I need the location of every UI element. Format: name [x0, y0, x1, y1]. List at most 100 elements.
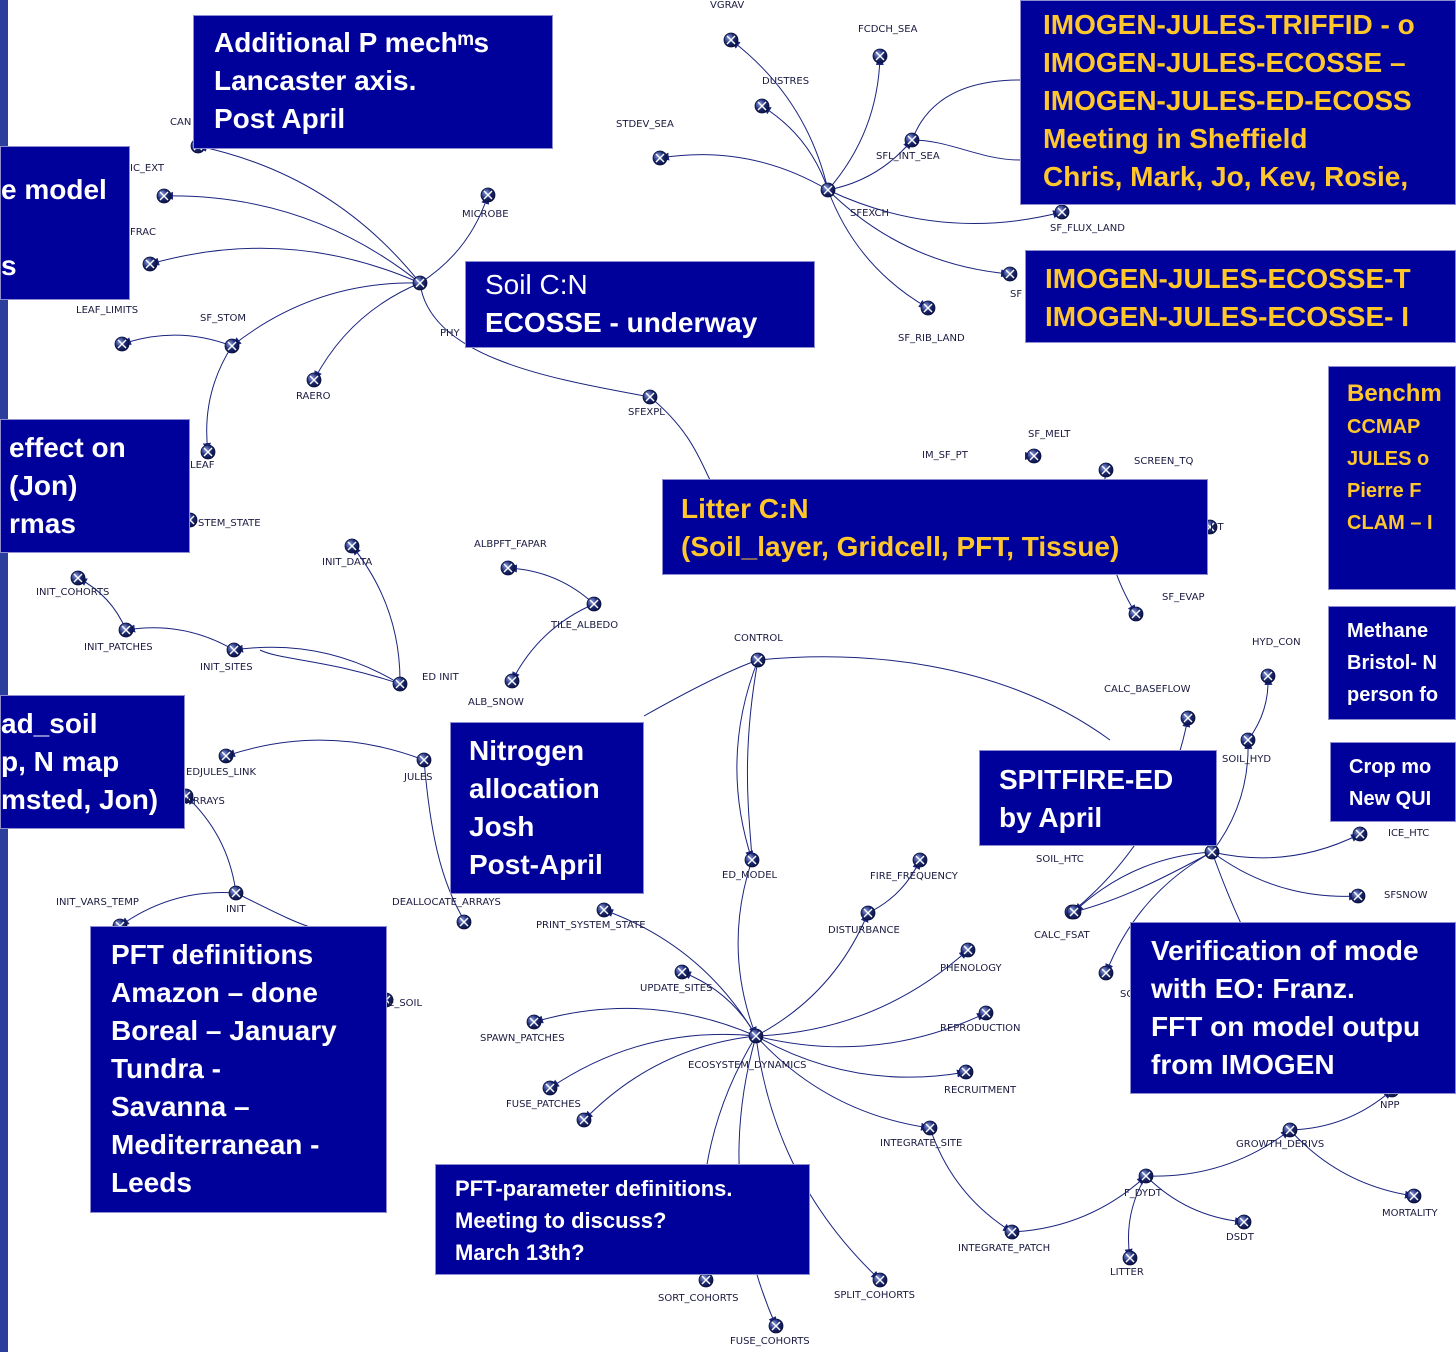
node-label: SO — [1120, 989, 1134, 1000]
node-frac: FRAC — [130, 227, 158, 272]
node-label: INIT_SITES — [200, 662, 253, 673]
node-label: FUSE_COHORTS — [730, 1336, 810, 1347]
node-label: STDEV_SEA — [616, 119, 674, 130]
edge-hydrol-ice_htc — [1211, 833, 1361, 859]
node-label: ICE_HTC — [1388, 828, 1429, 839]
box-effect-on: effect on (Jon) rmas — [0, 419, 190, 553]
edge-jules-edjules_link — [225, 739, 425, 761]
box-imogen-ecosse: IMOGEN-JULES-ECOSSE-T IMOGEN-JULES-ECOSS… — [1025, 250, 1456, 343]
edge-f_dydt-dsdt — [1145, 1175, 1245, 1226]
node-label: SF_RIB_LAND — [898, 333, 965, 344]
box-pft-definitions: PFT definitions Amazon – done Boreal – J… — [90, 926, 387, 1213]
node-stom: SF_STOM — [200, 313, 246, 354]
edge-eco_dyn-eco_child1 — [583, 1035, 757, 1121]
edge-extra-1 — [911, 139, 1021, 161]
edge-eco_dyn-integrate_site — [755, 1035, 931, 1131]
node-init_patches: INIT_PATCHES — [84, 622, 153, 653]
node-label: DEALLOCATE_ARRAYS — [392, 897, 501, 908]
node-ic_ext: IC_EXT — [130, 163, 172, 204]
node-integrate_patch: INTEGRATE_PATCH — [958, 1224, 1050, 1254]
node-arrays: ARRAYS — [178, 788, 225, 807]
node-label: STEM_STATE — [198, 518, 261, 529]
node-albpft_fapar: ALBPFT_FAPAR — [474, 539, 547, 576]
edge-phy-can — [197, 143, 421, 284]
node-label: SFSNOW — [1384, 890, 1428, 901]
edge-sfexch-sf_flux_land — [827, 189, 1063, 224]
node-label: ECOSYSTEM_DYNAMICS — [688, 1060, 807, 1071]
node-sort_cohorts: SORT_COHORTS — [658, 1272, 738, 1304]
edge-extra-3 — [649, 396, 711, 481]
edge-extra-8 — [235, 892, 321, 931]
node-label: DSDT — [1226, 1232, 1255, 1243]
box-e-model: e model s — [0, 146, 130, 300]
edge-sfexch-sf_rib_land — [827, 189, 929, 309]
edge-control-ed_model — [736, 659, 759, 861]
edge-sfexch-sf_imp — [827, 189, 1011, 278]
box-soil-cn: Soil C:N ECOSSE - underway — [465, 261, 815, 348]
edge-eco_dyn-spawn_patches — [533, 1007, 757, 1037]
box-verification-eo: Verification of mode with EO: Franz. FFT… — [1130, 922, 1456, 1094]
edge-sfexch-dustres — [761, 105, 829, 191]
edge-phy-microbe — [419, 194, 490, 284]
node-sfl_int_sea: SFL_INT_SEA — [876, 132, 940, 162]
box-spitfire-ed: SPITFIRE-ED by April — [979, 750, 1217, 846]
node-eco_child1 — [576, 1112, 592, 1128]
box-nitrogen-allocation: Nitrogen allocation Josh Post-April — [450, 722, 644, 894]
node-label: FIRE_FREQUENCY — [870, 871, 959, 882]
node-update_sites: UPDATE_SITES — [640, 964, 712, 994]
node-alb_snow: ALB_SNOW — [468, 673, 524, 708]
node-label: INIT_COHORTS — [36, 587, 109, 598]
node-phy: PHY — [412, 275, 461, 339]
node-label: LITTER — [1110, 1267, 1144, 1278]
edge-integrate_site-integrate_patch — [929, 1127, 1013, 1233]
node-raero: RAERO — [296, 372, 331, 402]
node-phenology: PHENOLOGY — [940, 942, 1003, 974]
edge-hydrol-soil_hyd — [1211, 739, 1253, 853]
node-fcdch_sea: FCDCH_SEA — [858, 24, 918, 64]
node-label: VGRAV — [710, 0, 744, 11]
node-sf_flux_land: SF_FLUX_LAND — [1050, 204, 1125, 234]
edge-eco_dyn-phenology — [755, 949, 969, 1037]
node-sf_imp: SF — [1002, 266, 1022, 300]
node-label: MICROBE — [462, 209, 509, 220]
node-label: INIT_PATCHES — [84, 642, 153, 653]
node-label: FUSE_PATCHES — [506, 1099, 581, 1110]
node-label: SCREEN_TQ — [1134, 456, 1194, 467]
graph-nodes: VGRAV FCDCH_SEA DUSTRES STDEV_SEA SFL_INT_SE… — [36, 0, 1439, 1347]
edge-phy-raero — [313, 282, 421, 381]
node-label: IM_SF_PT — [922, 450, 969, 461]
node-screen_tq: SCREEN_TQ — [1098, 456, 1194, 478]
node-label: CALC_FSAT — [1034, 930, 1091, 941]
edge-extra-0 — [911, 79, 1021, 141]
node-sfexch: SFEXCH — [820, 182, 889, 219]
box-pft-parameter-definitions: PFT-parameter definitions. Meeting to di… — [435, 1164, 810, 1275]
edge-sfexch-sfl_int_sea — [827, 139, 913, 191]
edge-eco_dyn-update_sites — [681, 971, 757, 1037]
node-label: ARRAYS — [186, 796, 225, 807]
edge-stom-leaf_limits — [121, 334, 233, 347]
node-edjules_link: EDJULES_LINK — [186, 748, 257, 778]
node-label: LEAF_LIMITS — [76, 305, 138, 316]
edge-tile_albedo-albpft_fapar — [507, 564, 595, 605]
node-reproduction: REPRODUCTION — [940, 1005, 1021, 1034]
node-label: DUSTRES — [762, 76, 809, 87]
node-label: RECRUITMENT — [944, 1085, 1017, 1096]
node-disturbance: DISTURBANCE — [828, 905, 900, 936]
node-spawn_patches: SPAWN_PATCHES — [480, 1014, 565, 1044]
node-ed_init: ED INIT — [392, 672, 460, 692]
node-label: PHENOLOGY — [940, 963, 1003, 974]
edge-stom-leaf — [202, 345, 233, 453]
node-stem_state: STEM_STATE — [182, 512, 261, 529]
edge-phy-ic_ext — [163, 191, 421, 284]
edge-extra-11 — [643, 659, 759, 717]
node-label: SF_EVAP — [1162, 592, 1205, 603]
node-stdev_sea: STDEV_SEA — [616, 119, 674, 166]
edge-init_sites-init_patches — [125, 624, 235, 651]
edge-eco_dyn-reproduction — [755, 1012, 987, 1048]
node-label: CONTROL — [734, 633, 783, 644]
box-benchmark: Benchm CCMAP JULES o Pierre F CLAM – I — [1328, 366, 1456, 590]
node-init: INIT — [226, 885, 246, 915]
node-label: GROWTH_DERIVS — [1236, 1139, 1324, 1150]
node-eco_dyn: ECOSYSTEM_DYNAMICS — [688, 1028, 807, 1071]
